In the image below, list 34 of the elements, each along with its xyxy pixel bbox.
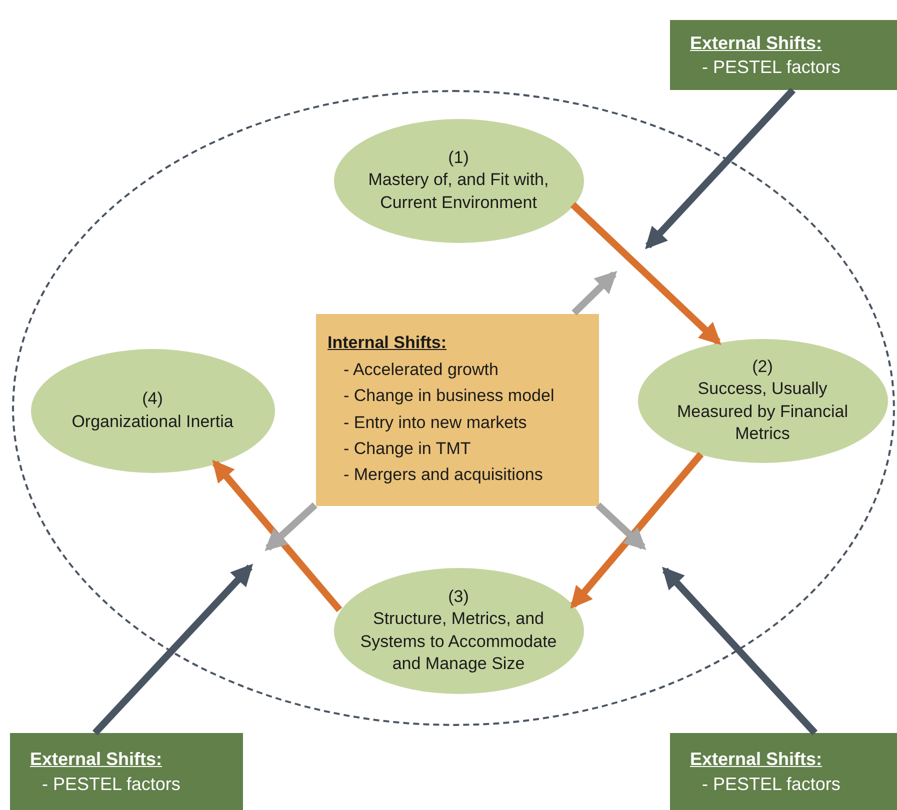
arrow [264,502,318,551]
box-heading: External Shifts: [690,32,824,55]
list-item: - Change in business model [342,385,556,408]
list-item: - Mergers and acquisitions [342,464,544,486]
arrow [662,566,818,736]
arrow [570,202,722,345]
arrow [92,564,253,736]
step-label: Success, Usually Measured by Financial Metrics [676,378,850,445]
arrow [212,460,342,612]
arrow [645,88,796,250]
list-item: - PESTEL factors [701,56,842,79]
external-shifts-box [670,733,897,810]
step-number: (3) [448,586,469,608]
list-item: - Accelerated growth [342,358,500,381]
box-heading: External Shifts: [30,748,164,772]
dashed-ellipse [12,90,895,726]
list-item: - PESTEL factors [701,772,842,796]
step-label: Organizational Inertia [72,410,234,432]
arrow [572,270,618,316]
arrow [596,502,646,550]
step-number: (4) [142,388,163,410]
step-label: Mastery of, and Fit with, Current Environment [367,169,550,214]
box-heading: Internal Shifts: [328,332,448,354]
internal-shifts-box [316,314,598,506]
step-number: (2) [752,356,773,378]
list-item: - Entry into new markets [342,412,528,434]
step-label: Structure, Metrics, and Systems to Accommodate and Manage Size [359,608,558,675]
box-heading: External Shifts: [690,748,824,772]
list-item: - PESTEL factors [41,772,182,796]
arrow [570,452,704,609]
external-shifts-box [10,733,243,810]
list-item: - Change in TMT [342,438,472,460]
step-number: (1) [448,147,469,170]
external-shifts-box [670,20,897,90]
